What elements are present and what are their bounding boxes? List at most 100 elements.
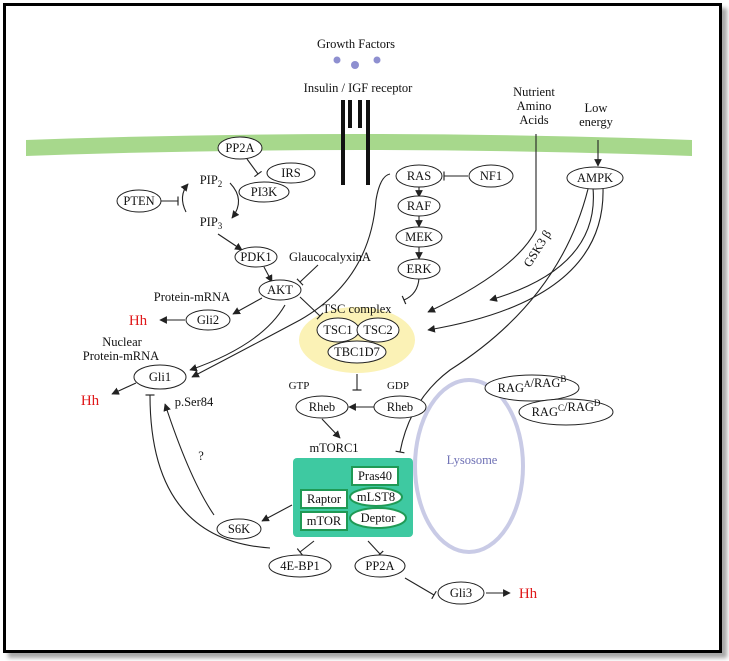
edge-ras-gli1 <box>191 173 391 378</box>
node-ras <box>395 164 443 188</box>
node-rag-ab-label: RAGA/RAGB <box>498 374 567 395</box>
lysosome-label: Lysosome <box>447 453 498 467</box>
growth-factor-dot <box>333 56 341 64</box>
node-gli1 <box>133 364 187 390</box>
node-s6k <box>216 518 262 540</box>
gsk3b-label: GSK3 β <box>521 228 554 270</box>
node-pi3k <box>238 181 290 203</box>
node-raptor <box>300 489 348 509</box>
node-irs-label: IRS <box>281 166 301 180</box>
node-tsc2-label: TSC2 <box>363 323 392 337</box>
node-raf-label: RAF <box>407 199 431 213</box>
receptor-bar <box>366 100 370 185</box>
growth-factor-dot <box>351 61 359 69</box>
node-deptor-label: Deptor <box>361 511 397 525</box>
node-gli1-label: Gli1 <box>149 370 171 384</box>
node-nf1 <box>468 164 514 188</box>
node-mlst8-label: mLST8 <box>357 490 395 504</box>
node-gli3-label: Gli3 <box>450 586 472 600</box>
node-ampk <box>566 166 624 190</box>
node-ras-label: RAS <box>407 169 431 183</box>
node-ampk-label: AMPK <box>577 171 613 185</box>
edge-4ebp1-gli1 <box>145 394 271 549</box>
edge-akt-gli1 <box>189 304 286 372</box>
edge-pp2a-pi3k <box>246 158 262 178</box>
edge-rheb-mtorc1 <box>321 418 341 439</box>
node-pras40-label: Pras40 <box>358 469 392 483</box>
edge-mtorc1-s6k <box>261 504 293 522</box>
node-pten <box>116 189 162 213</box>
receptor-bar <box>348 100 352 128</box>
node-raptor-label: Raptor <box>307 492 342 506</box>
node-mtor-label: mTOR <box>307 514 342 528</box>
edge-akt-tsc <box>299 296 324 320</box>
edge-erk-tsc <box>401 277 420 305</box>
edge-pip2-pip3 <box>229 182 240 219</box>
node-pdk1 <box>234 246 278 268</box>
node-mtor <box>300 511 348 531</box>
nuclear-label: Nuclear <box>102 335 142 349</box>
node-rag-cd-label: RAGC/RAGD <box>532 398 601 419</box>
edge-pip3-pip2 <box>180 183 189 213</box>
node-pp2a-bottom <box>354 554 406 578</box>
node-deptor <box>349 507 407 529</box>
hh-output-bottom: Hh <box>81 393 100 409</box>
node-rheb-gtp <box>295 395 349 419</box>
node-akt-label: AKT <box>267 283 293 297</box>
node-mek-label: MEK <box>405 230 433 244</box>
node-akt <box>258 279 302 301</box>
nuclear-protein-mrna-label: Protein-mRNA <box>83 349 159 363</box>
edge-ampk-gsk3b <box>489 187 594 302</box>
edge-gli1-hh <box>111 382 137 395</box>
node-tsc2 <box>356 317 400 343</box>
node-erk <box>397 258 441 280</box>
node-rag-cd <box>518 398 614 426</box>
unknown-link-label: ? <box>198 449 204 463</box>
edge-pdk1-akt <box>263 266 273 283</box>
node-pip3-label: PIP3 <box>200 215 223 231</box>
node-pp2a-bottom-label: PP2A <box>365 559 394 573</box>
node-irs <box>266 162 316 184</box>
node-pten-label: PTEN <box>123 194 154 208</box>
receptor-label: Insulin / IGF receptor <box>304 81 413 95</box>
growth-factors-label: Growth Factors <box>317 37 395 51</box>
nutrient-label-2: Amino <box>517 99 552 113</box>
node-pdk1-label: PDK1 <box>240 250 271 264</box>
node-nf1-label: NF1 <box>480 169 502 183</box>
node-pip2-label: PIP2 <box>200 173 223 189</box>
node-gli2 <box>185 309 231 331</box>
edge-mtorc1-4ebp1 <box>296 540 315 556</box>
gdp-label: GDP <box>387 380 409 392</box>
node-s6k-label: S6K <box>228 522 250 536</box>
node-gli2-label: Gli2 <box>197 313 219 327</box>
node-pras40 <box>351 466 399 486</box>
nutrient-label-1: Nutrient <box>513 85 555 99</box>
hh-output-top: Hh <box>129 313 148 329</box>
energy-label-2: energy <box>579 115 614 129</box>
edge-pp2a-gli3 <box>404 577 437 600</box>
node-tbc1d7 <box>327 340 387 364</box>
edge-glaucocalyxin-akt <box>296 264 319 286</box>
edge-akt-gli2 <box>232 297 263 315</box>
pser84-label: p.Ser84 <box>175 395 214 409</box>
node-rag-ab <box>484 374 580 402</box>
mtorc1-label: mTORC1 <box>309 441 358 455</box>
cell-membrane <box>26 134 692 156</box>
receptor-bar <box>358 100 362 128</box>
node-erk-label: ERK <box>407 262 432 276</box>
node-rheb-gdp <box>373 395 427 419</box>
node-raf <box>397 195 441 217</box>
node-mek <box>395 226 443 248</box>
receptor-bar <box>341 100 345 185</box>
tsc-complex-label: TSC complex <box>322 302 392 316</box>
node-rheb-gdp-label: Rheb <box>387 400 413 414</box>
node-mlst8 <box>349 487 403 507</box>
edge-pip3-pdk1 <box>217 233 243 251</box>
edge-nutrient-tsc <box>427 134 537 313</box>
node-4ebp1 <box>268 554 332 578</box>
node-tsc1-label: TSC1 <box>323 323 352 337</box>
growth-factor-dot <box>373 56 381 64</box>
edge-ampk-tsc <box>427 187 604 333</box>
node-rheb-gtp-label: Rheb <box>309 400 335 414</box>
